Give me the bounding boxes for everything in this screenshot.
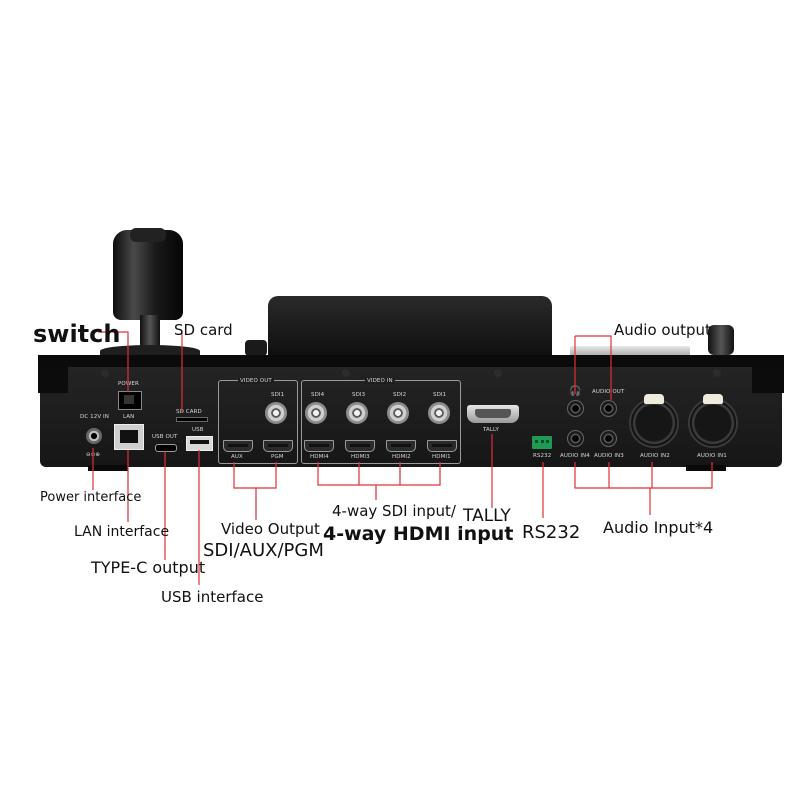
hdmi3-label: HDMI3 [351,454,370,460]
hdmi2-port[interactable] [386,440,416,452]
top-button-strip [570,346,690,356]
screw [342,369,350,377]
callout-tally: TALLY [463,506,511,526]
callout-usb-interface: USB interface [161,588,264,606]
audio-input-leader [574,462,713,489]
audio-in1-label: AUDIO IN1 [697,453,727,459]
video-out-label: VIDEO OUT [238,378,274,384]
audio-out-label: AUDIO OUT [592,389,625,395]
foot-right [686,465,726,471]
callout-sd-card: SD card [174,321,233,339]
callout-video-output-line1: Video Output [221,520,320,538]
sdi2-bnc[interactable] [387,402,409,424]
audio-in3-jack[interactable] [600,430,617,447]
hdmi4-port[interactable] [304,440,334,452]
panel-right-flare [752,367,784,393]
foot-left [88,465,128,471]
panel-left-flare [38,367,68,393]
audio-out-jack[interactable] [600,400,617,417]
usb-out-label: USB OUT [152,434,178,440]
rs232-terminal[interactable] [532,436,552,449]
dc-in-label: DC 12V IN [80,414,109,420]
power-switch[interactable] [118,391,142,410]
joystick-knob [113,230,183,320]
screw [713,369,721,377]
sdi1-label: SDI1 [433,392,447,398]
audio-in2-xlr[interactable] [629,394,679,448]
sdi2-label: SDI2 [393,392,407,398]
sdi3-label: SDI3 [352,392,366,398]
lan-port[interactable] [114,424,144,450]
sdi-out-bnc[interactable] [265,402,287,424]
pgm-label: PGM [271,454,284,460]
sd-card-label: SD CARD [176,409,202,415]
upper-deck [38,355,784,369]
callout-input-line1: 4-way SDI input/ [332,502,456,520]
callout-power-interface: Power interface [40,490,142,505]
callout-audio-input: Audio Input*4 [603,518,714,537]
hdmi2-label: HDMI2 [392,454,411,460]
sdi1-bnc[interactable] [428,402,450,424]
top-knob-left [245,340,267,356]
audio-output-leader [575,335,612,400]
hdmi1-port[interactable] [427,440,457,452]
audio-in4-jack[interactable] [567,430,584,447]
audio-in4-label: AUDIO IN4 [560,453,590,459]
callout-audio-output: Audio output [614,321,711,339]
usb-c-port[interactable] [155,444,177,452]
hdmi-aux-port[interactable] [223,440,253,452]
right-knob [708,325,734,355]
tally-label: TALLY [483,427,499,433]
hdmi4-label: HDMI4 [310,454,329,460]
callout-type-c-output: TYPE-C output [91,558,206,577]
screw [494,369,502,377]
input-leader [317,462,441,486]
sdi4-label: SDI4 [311,392,325,398]
hdmi-pgm-port[interactable] [263,440,293,452]
hdmi1-label: HDMI1 [432,454,451,460]
audio-in1-xlr[interactable] [688,394,738,448]
rs232-label: RS232 [533,453,552,459]
hdmi3-port[interactable] [345,440,375,452]
callout-input-line2: 4-way HDMI input [323,523,514,545]
dc-power-jack[interactable] [86,428,102,444]
aux-label: AUX [231,454,243,460]
video-out-sdi1-label: SDI1 [271,392,285,398]
video-in-label: VIDEO IN [365,378,395,384]
tally-db15-port[interactable] [467,405,519,423]
sdi3-bnc[interactable] [346,402,368,424]
video-output-leader [233,462,277,489]
top-display-housing [268,296,552,356]
sdi4-bnc[interactable] [305,402,327,424]
lan-label: LAN [123,414,135,420]
callout-switch: switch [33,320,121,348]
callout-lan-interface: LAN interface [74,524,170,540]
usb-label: USB [192,427,204,433]
callout-video-output-line2: SDI/AUX/PGM [203,540,324,561]
sd-card-slot[interactable] [176,417,208,422]
callout-rs232: RS232 [522,522,581,543]
audio-in2-label: AUDIO IN2 [640,453,670,459]
switch-leader [98,331,129,392]
audio-in3-label: AUDIO IN3 [594,453,624,459]
joystick-base [100,345,200,357]
screw [101,369,109,377]
headphone-jack[interactable] [567,400,584,417]
joystick-cap [130,228,166,242]
